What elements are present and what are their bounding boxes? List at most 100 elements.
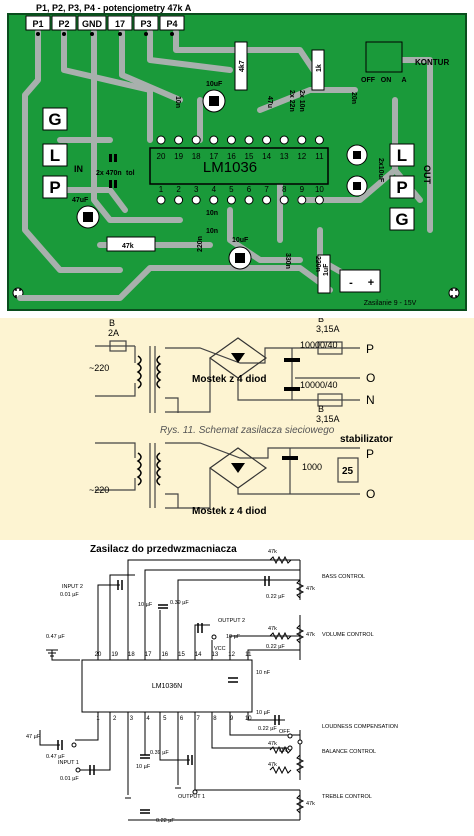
- pin-number: 18: [128, 652, 135, 658]
- pin-number: 17: [145, 652, 152, 658]
- pin-pad: [174, 195, 184, 205]
- fuse-n-label: B: [318, 404, 324, 414]
- val-10uf-2: 10 µF: [226, 634, 241, 640]
- supply-minus: -: [349, 277, 353, 289]
- val-47k-6: 47k: [268, 762, 277, 768]
- supply-voltage-label: Zasilanie 9 - 15V: [364, 300, 417, 307]
- loudness-label: LOUDNESS COMPENSATION: [322, 724, 398, 730]
- label-10uf-top: 10uF: [206, 81, 223, 88]
- pin-number: 16: [161, 652, 168, 658]
- switch-off: OFF: [361, 77, 376, 84]
- pin-number: 6: [180, 716, 184, 722]
- vcc-label: VCC: [214, 646, 226, 652]
- pin-pad: [156, 135, 166, 145]
- pin-number: 10: [245, 716, 252, 722]
- pin-number: 4: [212, 185, 217, 194]
- kontur-switch: [365, 41, 403, 73]
- label-47k: 47k: [122, 243, 134, 250]
- pin-pad: [174, 135, 184, 145]
- pin-number: 13: [280, 152, 289, 161]
- pin-number: 15: [245, 152, 254, 161]
- cap-2-label: 10000/40: [300, 380, 338, 390]
- pin-number: 18: [192, 152, 201, 161]
- fuse-p-label: B: [318, 318, 324, 324]
- pin-pad: [209, 195, 219, 205]
- val-47k-1: 47k: [268, 549, 277, 555]
- schematic-wires: [39, 559, 301, 821]
- output-1-label: OUTPUT 1: [178, 794, 205, 800]
- mains-220-label-1: ~220: [89, 363, 109, 373]
- mount-hole: [448, 287, 460, 299]
- pin-number: 13: [212, 652, 219, 658]
- treble-control-label: TREBLE CONTROL: [322, 794, 372, 800]
- val-022-1: 0.22 µF: [266, 594, 285, 600]
- right-jack-l: L: [397, 146, 407, 165]
- label-10n-a: 10n: [206, 210, 218, 217]
- bridge-label-1: Mostek z 4 diod: [192, 374, 266, 385]
- pin-pad: [191, 135, 201, 145]
- pin-pad: [226, 135, 236, 145]
- pin-number: 9: [300, 185, 305, 194]
- lm1036-schematic-panel: Zasilacz do przedwzmacniacza: [0, 540, 474, 831]
- pin-pad: [209, 135, 219, 145]
- pin-number: 16: [227, 152, 236, 161]
- pin-pad: [314, 195, 324, 205]
- bridge-label-2: Mostek z 4 diod: [192, 506, 266, 517]
- pin-number: 8: [282, 185, 287, 194]
- label-10uf-bottom: 10uF: [232, 237, 249, 244]
- pin-number: 11: [245, 652, 252, 658]
- pin-number: 11: [315, 152, 324, 161]
- label-1k: 1k: [316, 64, 323, 72]
- val-47k-5: 47k: [268, 741, 277, 747]
- input-2-label: INPUT 2: [62, 584, 83, 590]
- pin-number: 19: [174, 152, 183, 161]
- pin-number: 5: [163, 716, 167, 722]
- val-47k-3: 47k: [268, 626, 277, 632]
- pin-number: 12: [297, 152, 306, 161]
- switch-off-label: OFF: [279, 729, 291, 735]
- switch-on: ON: [381, 77, 392, 84]
- fuse-p-value: 3,15A: [316, 324, 340, 334]
- pin-number: 17: [209, 152, 218, 161]
- pin-number: 3: [194, 185, 199, 194]
- pcb-drawing: P1 P2 GND 17 P3 P4 P1, P2, P3, P4 - pote…: [0, 0, 474, 318]
- pin-number: 7: [197, 716, 201, 722]
- schematic-chip-label: LM1036N: [152, 683, 182, 690]
- pin-number: 19: [111, 652, 118, 658]
- label-2x10uf: 2x10uF: [377, 158, 384, 183]
- chip-body: [149, 147, 329, 185]
- terminal-p-label: P: [366, 342, 374, 356]
- pin-pad: [279, 135, 289, 145]
- left-jack-p: P: [49, 178, 60, 197]
- pin-number: 7: [264, 185, 269, 194]
- val-022-3: 0.22 µF: [258, 726, 277, 732]
- label-220n-b: 220n: [314, 256, 321, 272]
- cap-1-label: 10000/40: [300, 340, 338, 350]
- pin-number: 14: [195, 652, 202, 658]
- psu-caption: Rys. 11. Schemat zasilacza sieciowego: [160, 425, 335, 436]
- pin-number: 20: [95, 652, 102, 658]
- resistor-47k: [106, 236, 156, 252]
- val-022-4: 0.22 µF: [156, 818, 175, 824]
- chip-label: LM1036: [203, 159, 257, 176]
- connector-p4-label: P4: [166, 19, 177, 29]
- pin-number: 1: [159, 185, 164, 194]
- label-220n-a: 220n: [197, 236, 204, 252]
- pin-number: 10: [315, 185, 324, 194]
- pin-pad: [262, 135, 272, 145]
- val-047-2: 0.47 µF: [46, 754, 65, 760]
- psu-wires-2: [95, 442, 360, 509]
- label-10n-b: 10n: [206, 228, 218, 235]
- label-in: IN: [74, 164, 83, 174]
- lm1036-schematic: Zasilacz do przedwzmacniacza: [26, 544, 398, 824]
- schematic-title: Zasilacz do przedwzmacniacza: [90, 544, 237, 555]
- left-jack-g: G: [48, 110, 61, 129]
- pcb-title: P1, P2, P3, P4 - potencjometry 47k A: [36, 3, 192, 13]
- supply-plus: +: [368, 277, 374, 289]
- resistor-4k7: [234, 41, 248, 91]
- label-kontur: KONTUR: [415, 58, 449, 67]
- pin-number: 2: [176, 185, 181, 194]
